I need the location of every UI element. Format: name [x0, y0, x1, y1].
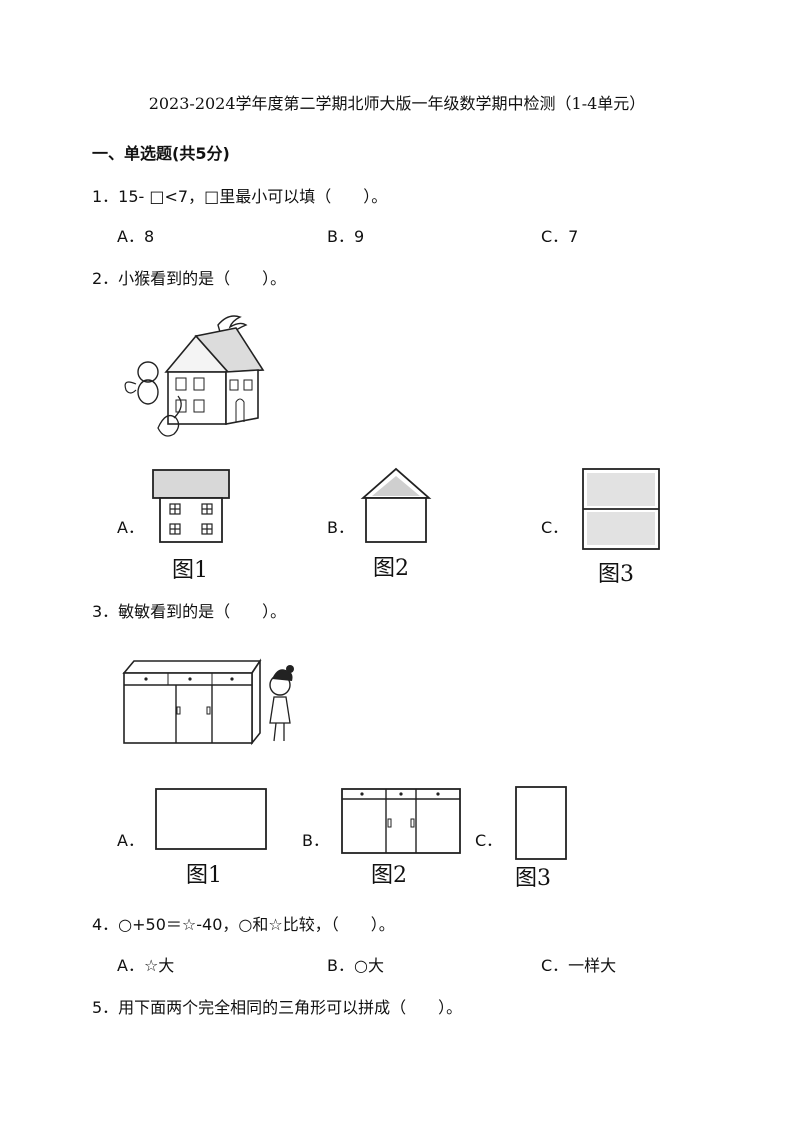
house-scene-illustration — [124, 315, 265, 437]
cabinet-girl-illustration — [122, 658, 294, 746]
q3-figure-3-caption: 图3 — [515, 866, 551, 891]
page-title: 2023-2024学年度第二学期北师大版一年级数学期中检测（1-4单元） — [148, 94, 646, 113]
q3-figure-1-caption: 图1 — [186, 863, 222, 888]
question-1: 1．15- □<7，□里最小可以填（ ）。 — [92, 187, 388, 206]
question-3: 3．敏敏看到的是（ ）。 — [92, 602, 287, 621]
q2-option-b[interactable]: B． — [327, 518, 354, 537]
q2-option-a[interactable]: A． — [117, 518, 144, 537]
q2-option-c[interactable]: C． — [541, 518, 569, 537]
q4-option-a[interactable]: A．☆大 — [117, 956, 175, 975]
q4-option-b[interactable]: B．○大 — [327, 956, 384, 975]
question-2: 2．小猴看到的是（ ）。 — [92, 269, 287, 288]
question-5: 5．用下面两个完全相同的三角形可以拼成（ ）。 — [92, 998, 463, 1017]
question-4: 4．○+50＝☆-40，○和☆比较，（ ）。 — [92, 915, 395, 934]
q1-option-b[interactable]: B．9 — [327, 227, 365, 246]
q3-figure-1-plain-rectangle — [155, 788, 267, 850]
q2-figure-2-side-house — [360, 467, 432, 543]
q1-option-a[interactable]: A．8 — [117, 227, 155, 246]
q2-figure-2-caption: 图2 — [373, 556, 409, 581]
q2-figure-1-caption: 图1 — [172, 558, 208, 583]
q3-figure-2-caption: 图2 — [371, 863, 407, 888]
section-heading: 一、单选题(共5分) — [92, 144, 230, 163]
q2-figure-3-top-house — [582, 468, 660, 550]
q3-figure-3-side-rectangle — [515, 786, 567, 860]
q4-option-c[interactable]: C．一样大 — [541, 956, 617, 975]
q1-option-c[interactable]: C．7 — [541, 227, 579, 246]
q3-option-a[interactable]: A． — [117, 831, 144, 850]
q3-option-b[interactable]: B． — [302, 831, 329, 850]
q2-figure-1-front-house — [152, 469, 230, 543]
q3-option-c[interactable]: C． — [475, 831, 503, 850]
q3-figure-2-cabinet-front — [341, 788, 461, 854]
q2-figure-3-caption: 图3 — [598, 562, 634, 587]
